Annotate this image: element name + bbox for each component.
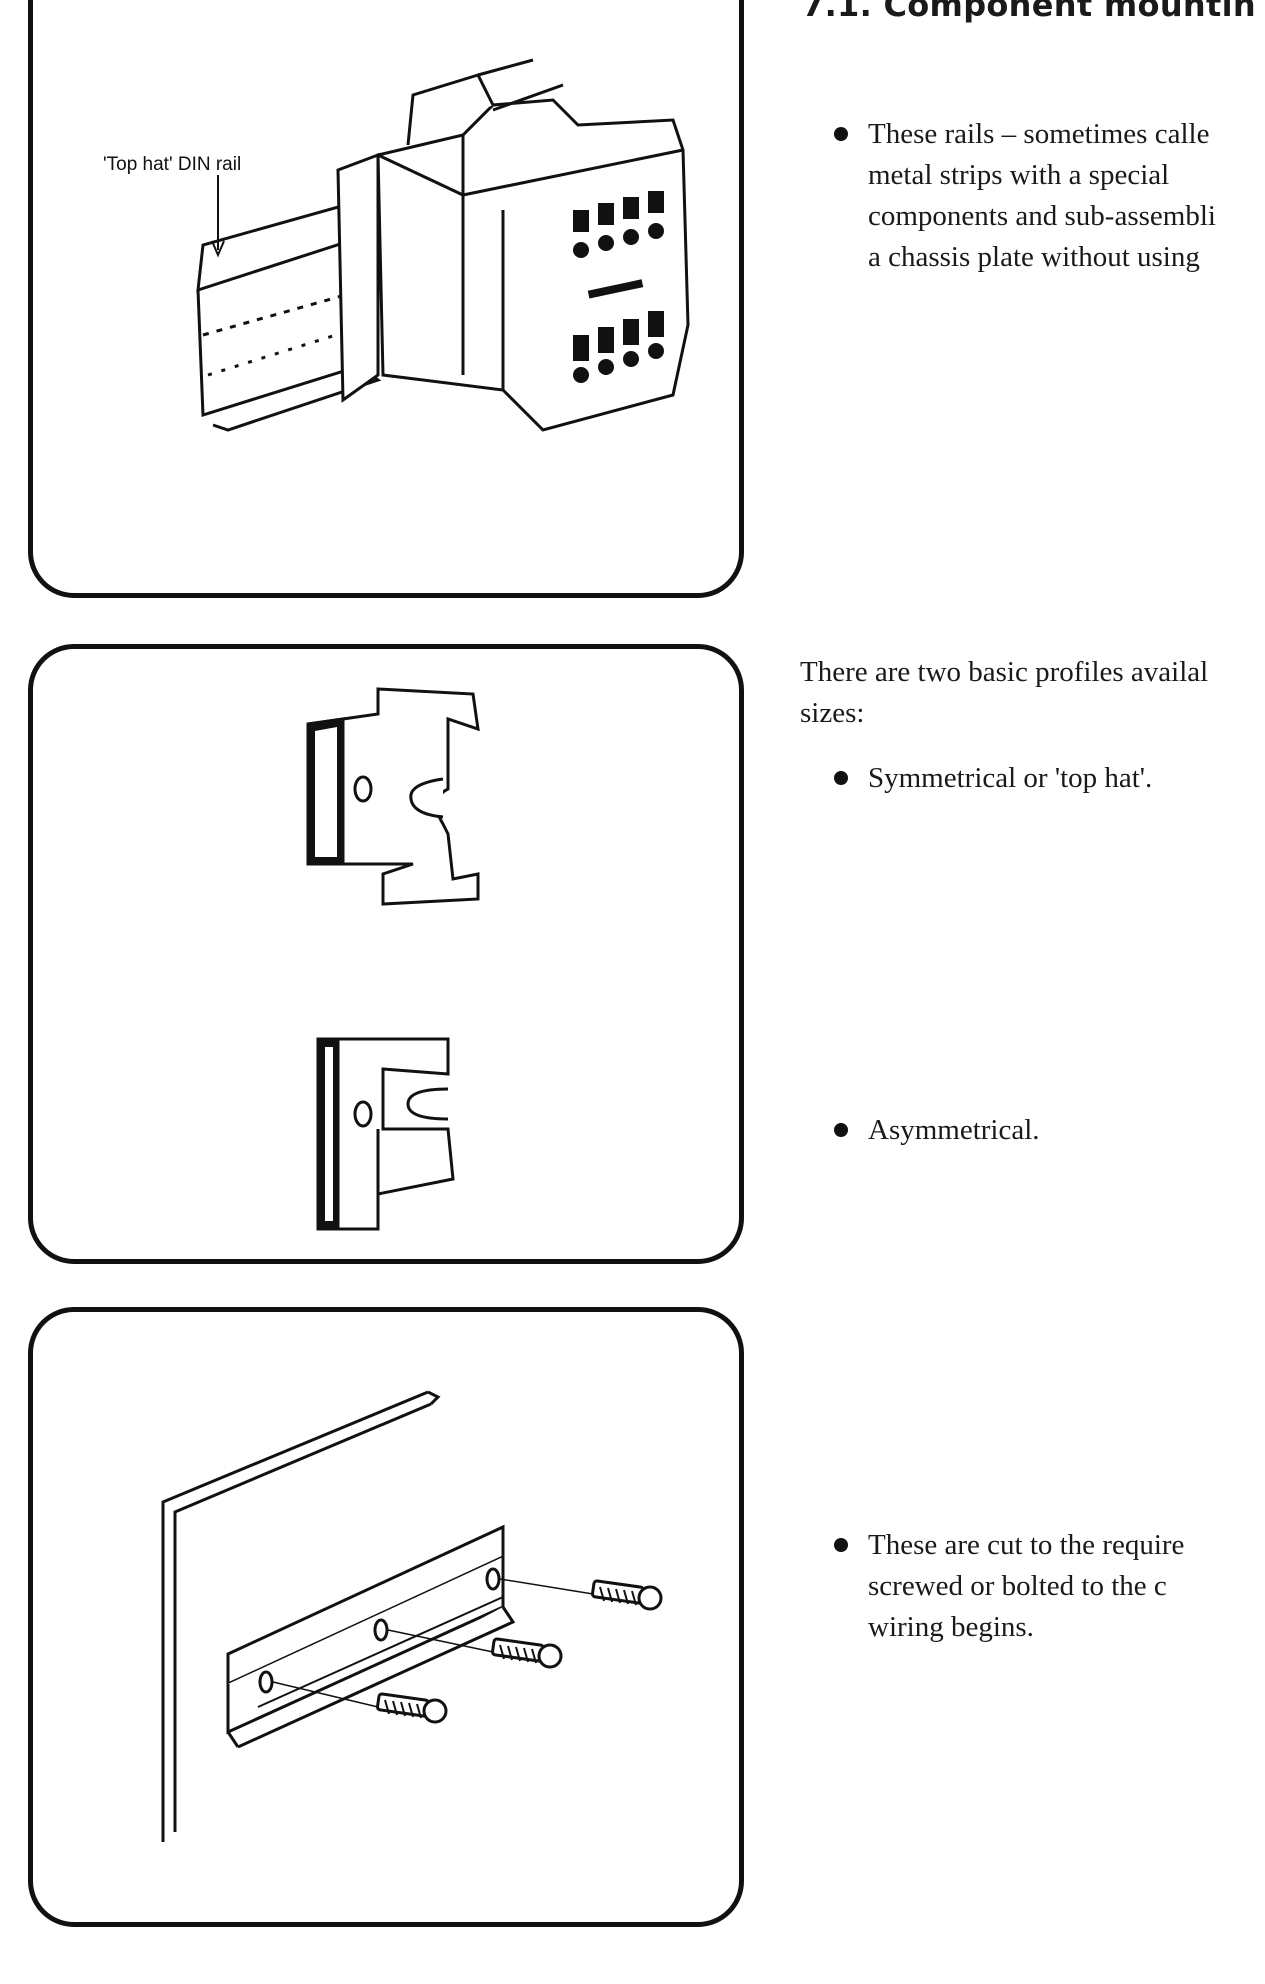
rails-description-text: These rails – sometimes calle metal stri… bbox=[868, 114, 1216, 278]
din-rail-mounted-on-chassis-icon bbox=[161, 1390, 663, 1842]
bullet-dot bbox=[834, 1538, 848, 1552]
bullet-dot bbox=[834, 127, 848, 141]
cut-to-length-text: These are cut to the require screwed or … bbox=[868, 1525, 1184, 1648]
section-heading: 7.1. Component mountin bbox=[802, 0, 1256, 24]
profiles-intro-text: There are two basic profiles availal siz… bbox=[800, 652, 1208, 734]
text-line: a chassis plate without using bbox=[868, 241, 1200, 273]
text-line: These rails – sometimes calle bbox=[868, 118, 1210, 150]
bullet-dot bbox=[834, 1123, 848, 1137]
text-line: screwed or bolted to the c bbox=[868, 1570, 1167, 1602]
top-hat-label: 'Top hat' DIN rail bbox=[103, 154, 241, 175]
text-line: These are cut to the require bbox=[868, 1529, 1185, 1561]
din-rail-asymmetric-profile-icon bbox=[316, 1037, 455, 1231]
asymmetrical-text: Asymmetrical. bbox=[868, 1114, 1040, 1146]
text-line: wiring begins. bbox=[868, 1611, 1034, 1643]
figure-panel-mounting bbox=[28, 1307, 744, 1927]
bullet-dot bbox=[834, 771, 848, 785]
figure-panel-contactor: 'Top hat' DIN rail bbox=[28, 0, 744, 598]
contactor-on-din-rail-illustration: 'Top hat' DIN rail bbox=[103, 58, 690, 432]
figure-panel-profiles bbox=[28, 644, 744, 1264]
text-line: components and sub-assembli bbox=[868, 200, 1216, 232]
din-rail-symmetric-profile-icon bbox=[306, 687, 480, 1231]
symmetrical-text: Symmetrical or 'top hat'. bbox=[868, 762, 1153, 794]
text-line: metal strips with a special bbox=[868, 159, 1170, 191]
text-line: There are two basic profiles availal bbox=[800, 656, 1209, 688]
text-line: sizes: bbox=[800, 697, 865, 729]
